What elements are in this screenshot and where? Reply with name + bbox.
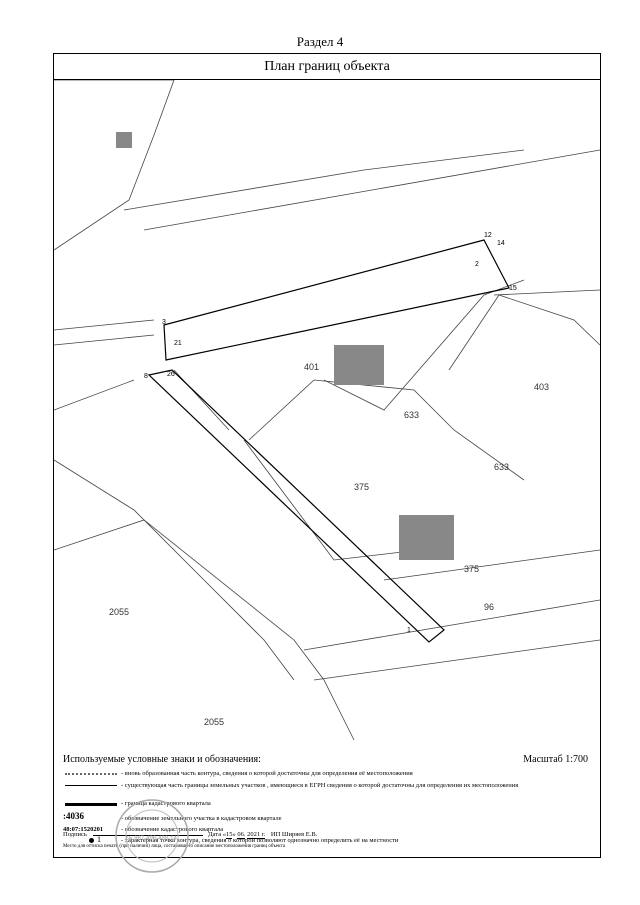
point-label: 14 [497,240,505,247]
parcel-boundary [54,80,175,251]
boundary-map: 12 14 2 15 3 21 26 1 8 401 633 633 403 3… [54,80,600,750]
object-contour [147,369,445,643]
point-label: 1 [407,627,411,634]
stamp-note: Место для оттиска печати (при наличии) л… [63,844,285,849]
parcel-boundary [303,599,600,651]
parcel-boundary [54,459,295,681]
parcel-boundary [323,279,525,411]
parcel-boundary [54,334,155,346]
parcel-label: 2055 [204,717,224,727]
parcel-boundary [143,149,600,231]
building [334,345,384,385]
legend-item: - существующая часть границы земельных у… [63,782,587,789]
svg-text:№ 867-496-488-14: № 867-496-488-14 [126,835,177,842]
cadastral-engineer: ИП Ширяев Е.В. [270,831,318,838]
point-label: 26 [167,371,175,378]
signature-label: Подпись [63,831,87,838]
date-month: 06. [237,831,246,839]
document-frame: План границ объекта [53,53,601,873]
object-contour [163,239,510,361]
parcel-boundary [248,379,525,481]
legend-item: 1 - характерная точка контура, сведения … [63,836,587,844]
legend-item: 48:07:1520201 - обозначение кадастрового… [63,826,224,833]
legend-symbol-new-contour [63,770,121,777]
legend-symbol-point: 1 [63,836,121,844]
point-label: 3 [162,319,166,326]
legend-item: - граница кадастрового квартала [63,800,587,807]
date-label: Дата [208,831,222,838]
parcel-label: 375 [354,482,369,492]
parcel-boundary [54,379,135,411]
parcel-boundary [54,319,155,331]
map-scale: Масштаб 1:700 [523,754,588,765]
point-label: 2 [475,261,479,268]
legend-symbol-quarter-boundary [63,800,121,807]
legend-symbol-parcel-code: :4036 [63,811,84,821]
point-label: 21 [174,340,182,347]
point-label: 8 [144,373,148,380]
map-drawing: 12 14 2 15 3 21 26 1 8 401 633 633 403 3… [54,80,600,741]
legend-symbol-existing-boundary [63,782,121,789]
seal-stamp: № 867-496-488-14 [115,799,189,873]
parcel-label: 2055 [109,607,129,617]
point-label: 12 [484,232,492,239]
date-day: 15 [225,831,233,839]
parcel-label: 633 [404,410,419,420]
parcel-boundary [54,519,355,741]
legend-item: :4036 - обозначение земельного участка в… [63,811,282,823]
parcel-label: 401 [304,362,319,372]
parcel-boundary [383,549,600,581]
parcel-boundary [123,149,525,211]
parcel-label: 633 [494,462,509,472]
date-year: 2021 г. [247,831,266,839]
legend-symbol-quarter-code: 48:07:1520201 [63,826,104,833]
parcel-label: 96 [484,602,494,612]
plan-title: План границ объекта [54,54,600,80]
building [399,515,454,560]
parcel-boundary [313,639,600,681]
legend-item: - вновь образованная часть контура, свед… [63,770,587,777]
parcel-boundary [448,294,600,371]
signature-line: Подпись Дата « 15 » 06. 2021 г. ИП Ширяе… [63,831,318,839]
point-label: 15 [509,285,517,292]
parcel-label: 403 [534,382,549,392]
legend-title: Используемые условные знаки и обозначени… [63,754,261,765]
building [116,132,132,148]
parcel-boundary [243,439,420,561]
parcel-label: 375 [464,564,479,574]
parcel-boundary [493,289,600,296]
section-title: Раздел 4 [296,34,344,49]
